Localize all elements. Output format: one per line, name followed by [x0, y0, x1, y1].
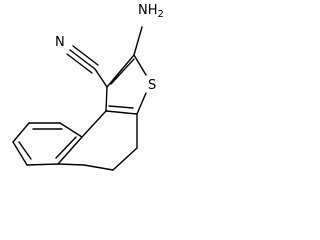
- thiophene-bond-c2-s: [133, 54, 147, 76]
- nitrile-bond-2: [69, 49, 96, 70]
- nitrile-group: N: [55, 35, 108, 88]
- benzene-ring: [12, 122, 83, 166]
- benzene-bond-5: [26, 163, 59, 166]
- seven-ring-bond-1: [81, 110, 107, 138]
- benzene-inner-double-2: [18, 141, 32, 160]
- nitrile-bond-3: [66, 53, 93, 74]
- thiophene-bond-c1-c2: [106, 54, 135, 88]
- thiophene-bond-c1-c2-double: [110, 58, 135, 85]
- thiophene-bond-c4-c1: [105, 86, 108, 112]
- seven-ring-bond-3: [112, 147, 138, 171]
- benzene-bond-6: [57, 136, 83, 165]
- cycloheptane-ring: [57, 110, 138, 171]
- amino-label-main: NH: [138, 3, 158, 18]
- benzene-bond-1: [59, 122, 83, 138]
- nitrile-bond-1: [72, 45, 99, 66]
- thiophene-ring: S: [105, 54, 156, 115]
- molecule-drawing: N S NH2: [12, 3, 164, 171]
- thiophene-bond-s-c3: [136, 92, 147, 115]
- amino-group: NH2: [133, 3, 164, 56]
- sulfur-label: S: [148, 78, 156, 93]
- benzene-bond-4: [12, 141, 28, 166]
- structure-diagram: N S NH2: [0, 0, 170, 196]
- nitrile-nitrogen-label: N: [55, 35, 65, 50]
- amino-label-subscript: 2: [158, 9, 164, 20]
- benzene-bond-3: [12, 122, 30, 143]
- seven-ring-bond-4: [83, 164, 114, 171]
- thiophene-bond-c3-c4: [105, 110, 138, 115]
- seven-ring-bond-5: [57, 163, 85, 166]
- benzene-inner-double-3: [55, 136, 77, 159]
- c-cn-bond: [94, 68, 108, 88]
- thiophene-bond-c3-c4-double: [108, 105, 134, 109]
- amino-label: NH2: [138, 3, 164, 20]
- c-nh2-bond: [133, 26, 143, 56]
